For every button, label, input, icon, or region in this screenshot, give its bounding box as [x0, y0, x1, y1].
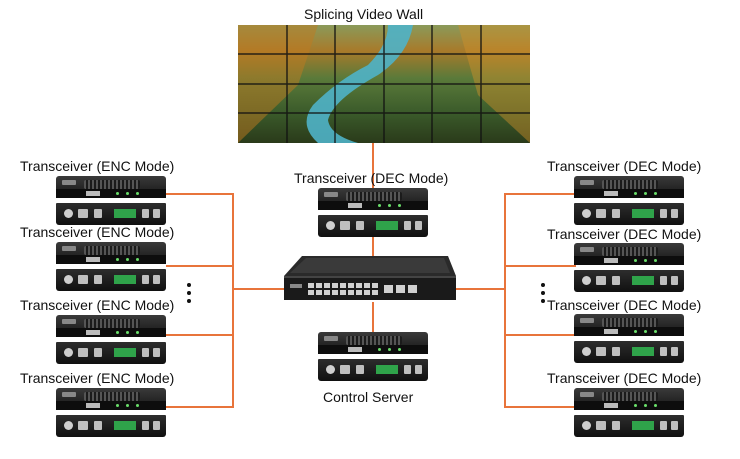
dec-label-2: Transceiver (DEC Mode): [547, 226, 702, 242]
dec-label-center: Transceiver (DEC Mode): [294, 170, 449, 186]
network-switch: [284, 256, 456, 302]
dec-label-4: Transceiver (DEC Mode): [547, 370, 702, 386]
wire-wall-dec: [372, 143, 374, 190]
transceiver-enc-4: [56, 388, 166, 444]
wire-left-2: [166, 265, 234, 267]
wire-right-3: [504, 334, 576, 336]
enc-label-4: Transceiver (ENC Mode): [20, 370, 175, 386]
wire-left-3: [166, 334, 234, 336]
transceiver-dec-3: [574, 314, 684, 370]
wire-dec-switch: [372, 236, 374, 258]
transceiver-dec-4: [574, 388, 684, 444]
transceiver-dec-2: [574, 243, 684, 299]
transceiver-dec-1: [574, 176, 684, 232]
wire-right-4: [504, 406, 576, 408]
transceiver-enc-3: [56, 315, 166, 371]
video-wall: [238, 25, 530, 143]
control-server-label: Control Server: [323, 389, 414, 405]
transceiver-enc-2: [56, 242, 166, 298]
control-server: [318, 332, 428, 388]
wire-switch-server: [372, 302, 374, 334]
enc-label-3: Transceiver (ENC Mode): [20, 297, 175, 313]
ellipsis-dots-icon: [187, 283, 191, 303]
ellipsis-dots-icon-right: [541, 283, 545, 303]
video-wall-title: Splicing Video Wall: [304, 6, 424, 22]
wire-right-2: [504, 265, 576, 267]
wire-left-switch: [232, 288, 286, 290]
wire-right-switch: [454, 288, 506, 290]
wire-right-1: [504, 193, 576, 195]
transceiver-enc-1: [56, 176, 166, 232]
wire-right-bus: [504, 193, 506, 408]
enc-label-2: Transceiver (ENC Mode): [20, 224, 175, 240]
wire-left-bus: [232, 193, 234, 408]
wire-left-4: [166, 406, 234, 408]
dec-label-1: Transceiver (DEC Mode): [547, 158, 702, 174]
wire-left-1: [166, 193, 234, 195]
dec-label-3: Transceiver (DEC Mode): [547, 297, 702, 313]
transceiver-dec-center: [318, 188, 428, 244]
enc-label-1: Transceiver (ENC Mode): [20, 158, 175, 174]
